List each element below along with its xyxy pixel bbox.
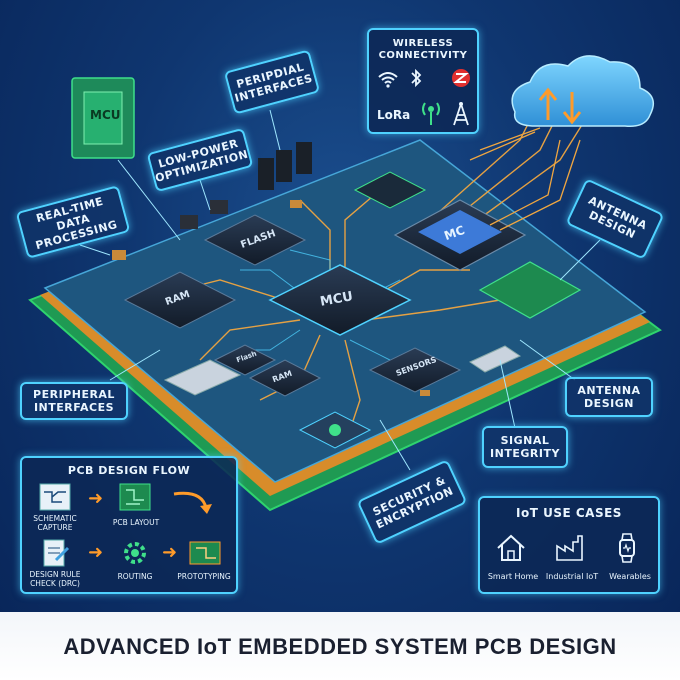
wearables-icon — [619, 533, 635, 563]
iot-title: IoT USE CASES — [516, 506, 622, 520]
zigbee-icon — [452, 69, 470, 87]
prototyping-icon — [189, 541, 221, 565]
routing-icon — [124, 542, 146, 564]
step-pcb-layout: PCB LAYOUT — [112, 518, 160, 527]
schematic-icon — [39, 483, 71, 511]
callout-peripheral-left-text: PERIPHERAL INTERFACES — [33, 388, 115, 414]
step-schematic: SCHEMATIC CAPTURE — [33, 514, 77, 532]
use-case-smart-home: Smart Home — [487, 572, 539, 581]
arrow-right-icon: ➜ — [88, 488, 104, 509]
mcu-chip-label: MCU — [90, 108, 121, 122]
callout-antenna-bottom-text: ANTENNA DESIGN — [577, 384, 641, 410]
wireless-connectivity-panel: WIRELESS CONNECTIVITY LoRa — [367, 28, 479, 134]
arrow-right-icon: ➜ — [88, 542, 104, 563]
cell-tower-icon — [453, 102, 469, 126]
curved-arrow-icon — [173, 491, 212, 514]
antenna-icon — [422, 102, 440, 125]
step-routing: ROUTING — [117, 572, 153, 581]
wifi-icon — [378, 72, 398, 88]
lora-icon: LoRa — [377, 108, 411, 122]
industrial-iot-icon — [556, 535, 583, 561]
callout-signal: SIGNAL INTEGRITY — [482, 426, 568, 468]
pcb-design-flow-panel: PCB DESIGN FLOW SCHEMATIC CAPTURE ➜ PCB … — [20, 456, 238, 594]
title-banner: ADVANCED IoT EMBEDDED SYSTEM PCB DESIGN — [0, 612, 680, 680]
step-prototyping: PROTOTYPING — [177, 572, 231, 581]
pcb-layout-icon — [119, 483, 151, 511]
pcb-flow-title: PCB DESIGN FLOW — [67, 464, 191, 477]
use-case-wearables: Wearables — [609, 572, 651, 581]
callout-antenna-bottom: ANTENNA DESIGN — [565, 377, 653, 417]
smart-home-icon — [497, 534, 525, 561]
iot-use-cases-panel: IoT USE CASES Smart Home Industrial IoT … — [478, 496, 660, 594]
wireless-title: WIRELESS CONNECTIVITY — [378, 38, 468, 61]
bluetooth-icon — [411, 68, 422, 88]
arrow-right-icon: ➜ — [162, 542, 178, 563]
callout-signal-text: SIGNAL INTEGRITY — [490, 434, 560, 460]
use-case-industrial-iot: Industrial IoT — [545, 572, 599, 581]
step-drc: DESIGN RULE CHECK (DRC) — [29, 570, 81, 588]
drc-icon — [43, 539, 70, 567]
callout-peripheral-left: PERIPHERAL INTERFACES — [20, 382, 128, 420]
page-title: ADVANCED IoT EMBEDDED SYSTEM PCB DESIGN — [63, 634, 617, 659]
